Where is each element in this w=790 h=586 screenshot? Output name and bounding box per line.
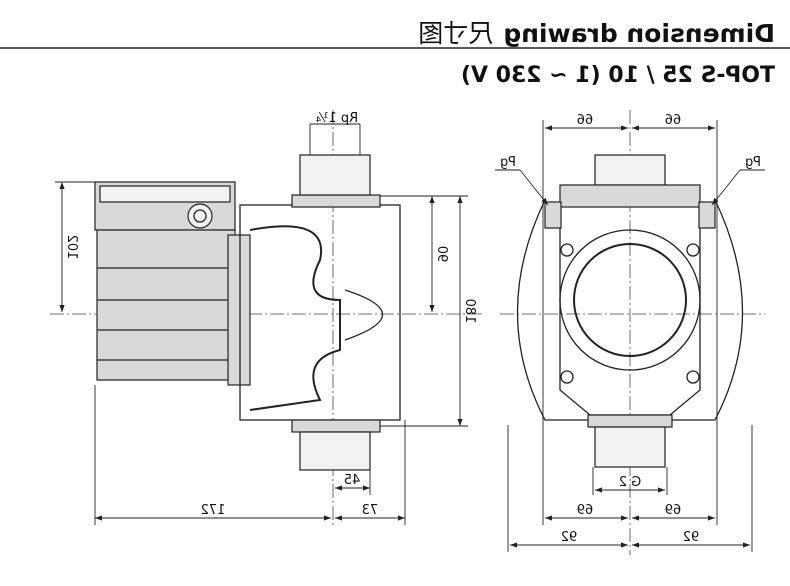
title: Dimension drawing尺寸图 [418, 19, 775, 48]
dim-92-right: 92 [683, 530, 700, 545]
dim-45: 45 [344, 473, 361, 488]
dim-172: 172 [201, 503, 226, 518]
side-view: Rp 1¼ 102 90 180 45 73 172 [50, 110, 485, 525]
thread-label-rp: Rp 1¼ [315, 111, 358, 126]
dim-180: 180 [462, 299, 477, 324]
subtitle: TOP-S 25 / 10 (1 ~ 230 V) [461, 63, 775, 88]
dim-69-left: 69 [577, 503, 594, 518]
dim-90: 90 [434, 246, 449, 263]
svg-text:TOP-S 25 / 10 (1 ~ 230 V): TOP-S 25 / 10 (1 ~ 230 V) [461, 63, 775, 88]
dim-102: 102 [64, 235, 79, 260]
dim-73: 73 [362, 503, 379, 518]
dim-92-left: 92 [561, 530, 578, 545]
pg-label-left: Pg [500, 155, 516, 170]
dim-69-right: 69 [665, 503, 682, 518]
pg-label-right: Pg [745, 155, 761, 170]
dim-66-right: 66 [665, 113, 682, 128]
thread-label-g2: G 2 [619, 475, 641, 490]
front-view: 66 66 Pg Pg G 2 69 69 92 92 [495, 110, 765, 555]
dim-66-left: 66 [577, 113, 594, 128]
svg-text:Dimension drawing尺寸图: Dimension drawing尺寸图 [418, 19, 775, 48]
